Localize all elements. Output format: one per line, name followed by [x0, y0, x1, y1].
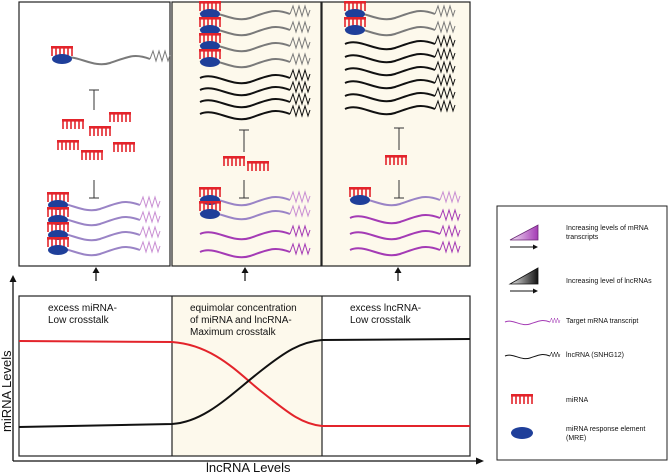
x-axis-label: lncRNA Levels — [206, 460, 291, 475]
region-2-label-line2: of miRNA and lncRNA- — [190, 315, 292, 326]
region-1-label-line1: excess miRNA- — [48, 303, 117, 314]
legend-item-mirna: miRNA — [510, 393, 588, 405]
inhibition-arrow — [89, 180, 99, 199]
inhibition-arrow — [239, 180, 249, 199]
legend-label: transcripts — [566, 234, 599, 241]
legend-label: Increasing level of lncRNAs — [566, 278, 652, 285]
region-link-arrows — [92, 267, 402, 281]
legend-label: (MRE) — [566, 435, 586, 442]
top-panel-equimolar — [171, 1, 322, 267]
legend: Increasing levels of mRNA transcripts In… — [496, 205, 668, 461]
inhibition-arrow — [89, 89, 99, 110]
inhibition-arrow — [394, 127, 404, 150]
legend-item-target-mrna: Target mRNA transcript — [504, 317, 638, 326]
region-2-label-line1: equimolar concentration — [190, 303, 297, 314]
legend-label: Target mRNA transcript — [566, 318, 638, 325]
legend-label: lncRNA (SNHG12) — [566, 352, 624, 359]
legend-label: Increasing levels of mRNA — [566, 225, 649, 232]
gradient-triangle-purple-icon — [509, 224, 539, 241]
inhibition-arrow — [394, 180, 404, 199]
top-panel-excess-lncrna — [321, 1, 471, 267]
legend-item-mre: miRNA response element (MRE) — [511, 426, 645, 442]
legend-label: miRNA response element — [566, 426, 645, 433]
inhibition-arrow — [239, 129, 249, 152]
top-panel-excess-mirna — [18, 1, 171, 267]
lncrna-level-curve — [18, 338, 471, 428]
region-2-label-line3: Maximum crosstalk — [190, 327, 277, 338]
region-3-label-line1: excess lncRNA- — [350, 303, 421, 314]
region-3-label-line2: Low crosstalk — [350, 315, 412, 326]
arrow-right-icon — [533, 244, 538, 250]
mirna-level-curve — [18, 340, 470, 427]
gradient-triangle-black-icon — [508, 267, 539, 285]
mre-ellipse-icon — [511, 427, 533, 439]
y-axis — [9, 275, 17, 461]
legend-item-lncrna-levels: Increasing level of lncRNAs — [508, 267, 652, 294]
legend-label: miRNA — [566, 397, 588, 404]
arrow-right-icon — [533, 288, 538, 294]
legend-item-mrna-levels: Increasing levels of mRNA transcripts — [509, 224, 649, 250]
legend-item-lncrna: lncRNA (SNHG12) — [504, 351, 624, 360]
crosstalk-chart: excess miRNA- Low crosstalk equimolar co… — [0, 275, 484, 475]
region-1-label-line2: Low crosstalk — [48, 315, 110, 326]
y-axis-label: miRNA Levels — [0, 350, 14, 432]
x-axis — [13, 457, 484, 465]
